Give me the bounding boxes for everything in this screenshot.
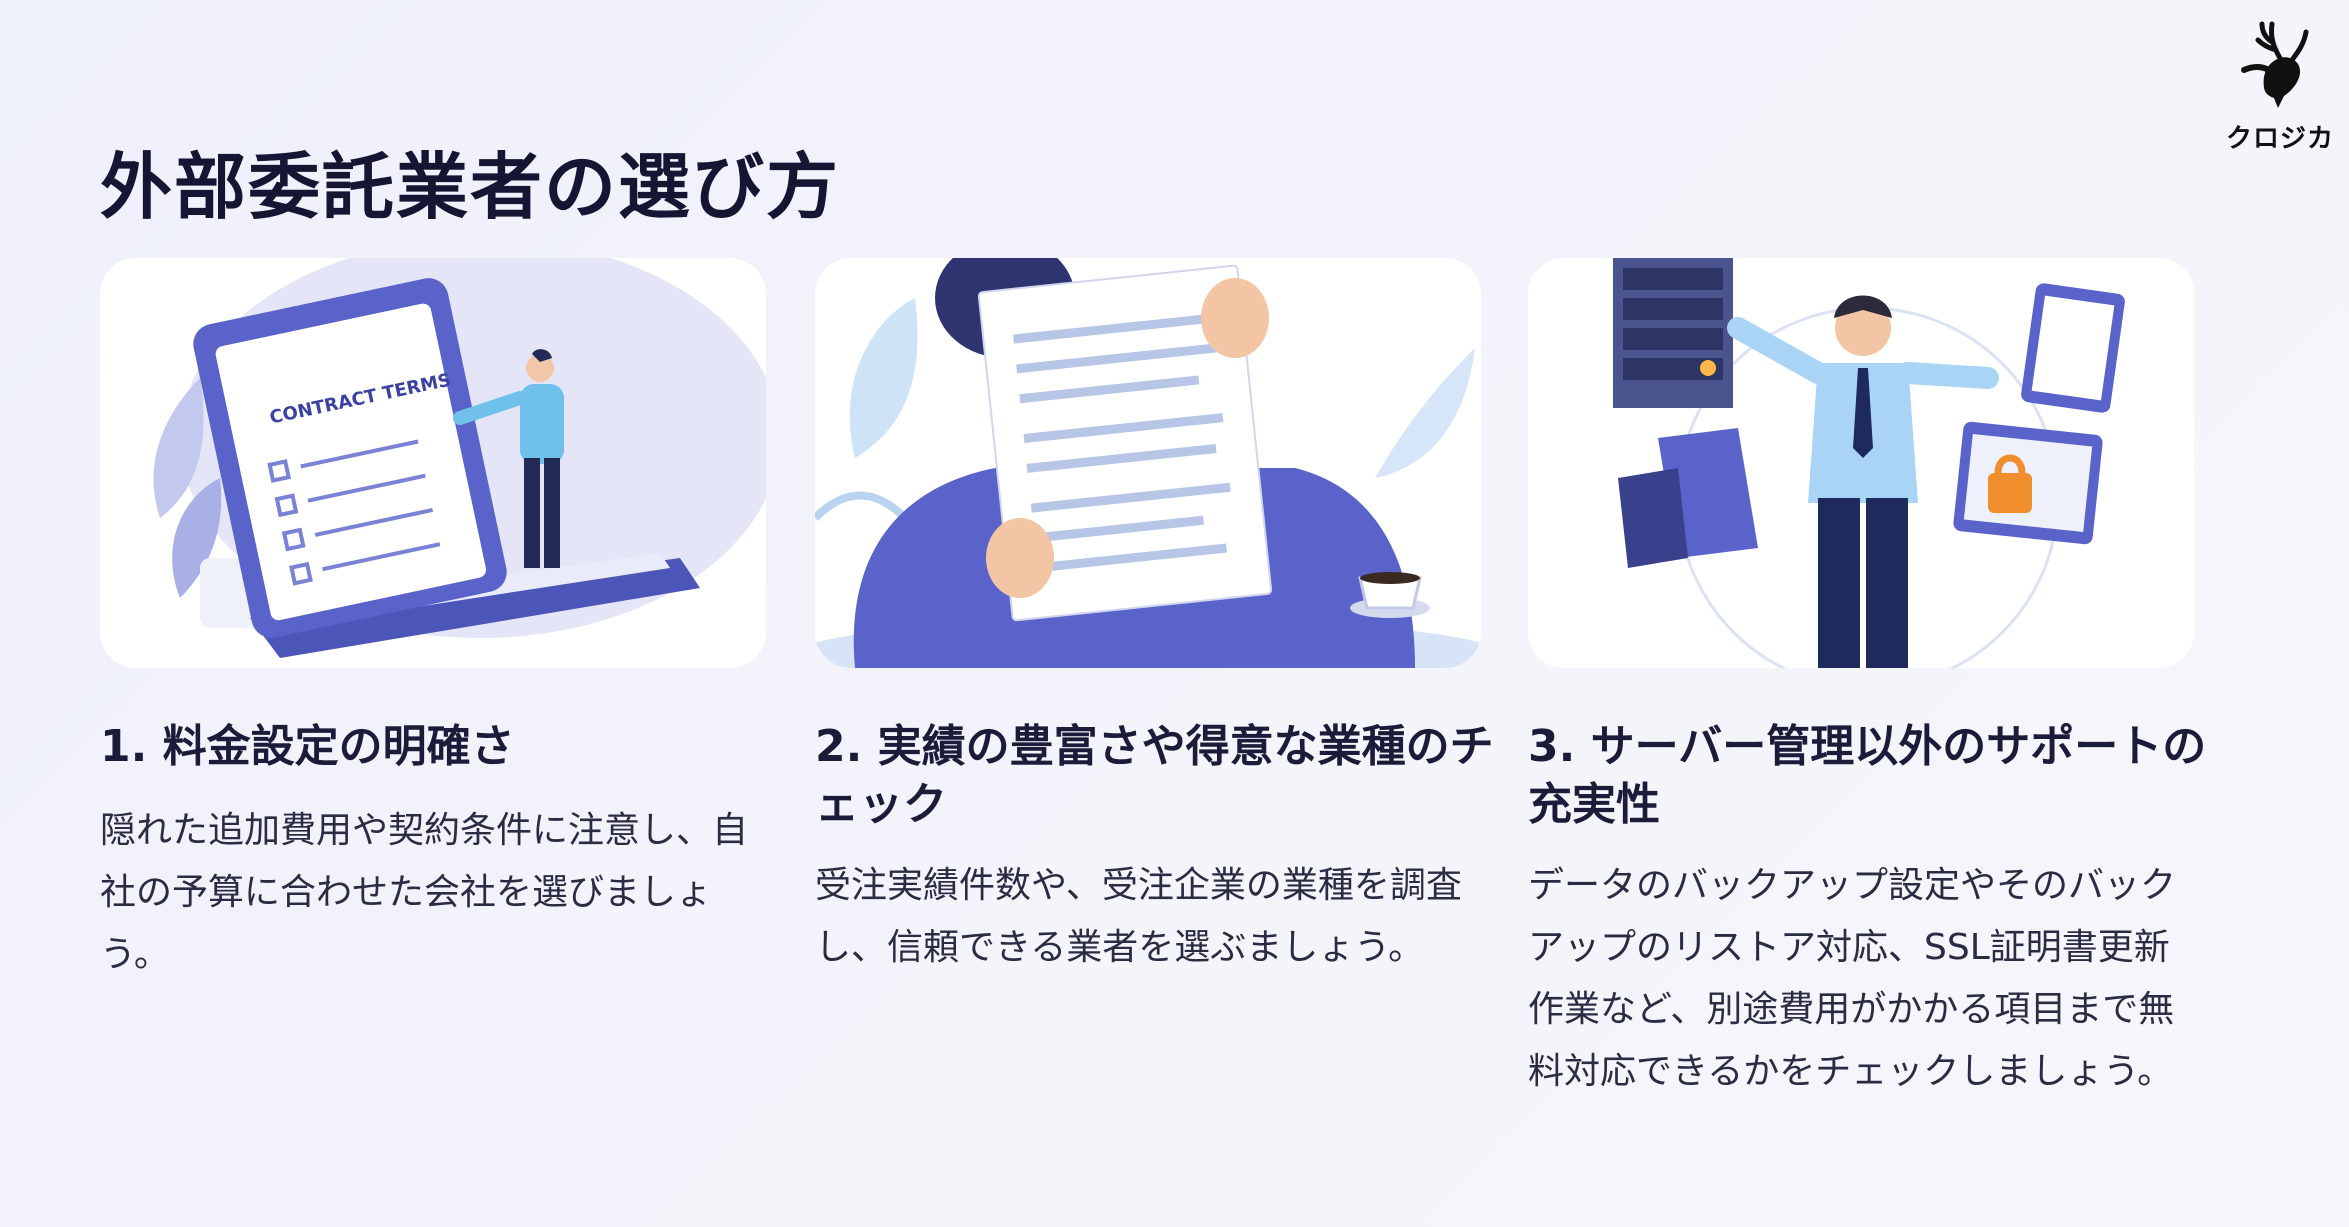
- brand-logo[interactable]: クロジカ: [2226, 18, 2333, 158]
- card-body: 隠れた追加費用や契約条件に注意し、自社の予算に合わせた会社を選びましょう。: [100, 810, 749, 975]
- reading-document-illustration: [815, 258, 1481, 668]
- page-title: 外部委託業者の選び方: [100, 145, 841, 229]
- card-title: 2. 実績の豊富さや得意な業種のチェック: [815, 721, 1494, 830]
- deer-antler-icon: [2241, 21, 2309, 108]
- contract-document-illustration: CONTRACT TERMS: [100, 258, 766, 668]
- logo-text: クロジカ: [2226, 124, 2335, 154]
- card-body: データのバックアップ設定やそのバックアップのリストア対応、SSL証明書更新作業な…: [1528, 865, 2177, 1092]
- card-title: 3. サーバー管理以外のサポートの充実性: [1528, 721, 2207, 830]
- card-body: 受注実績件数や、受注企業の業種を調査し、信頼できる業者を選ぶましょう。: [815, 865, 1462, 968]
- server-support-illustration: [1528, 258, 2194, 668]
- card-title: 1. 料金設定の明確さ: [100, 721, 515, 772]
